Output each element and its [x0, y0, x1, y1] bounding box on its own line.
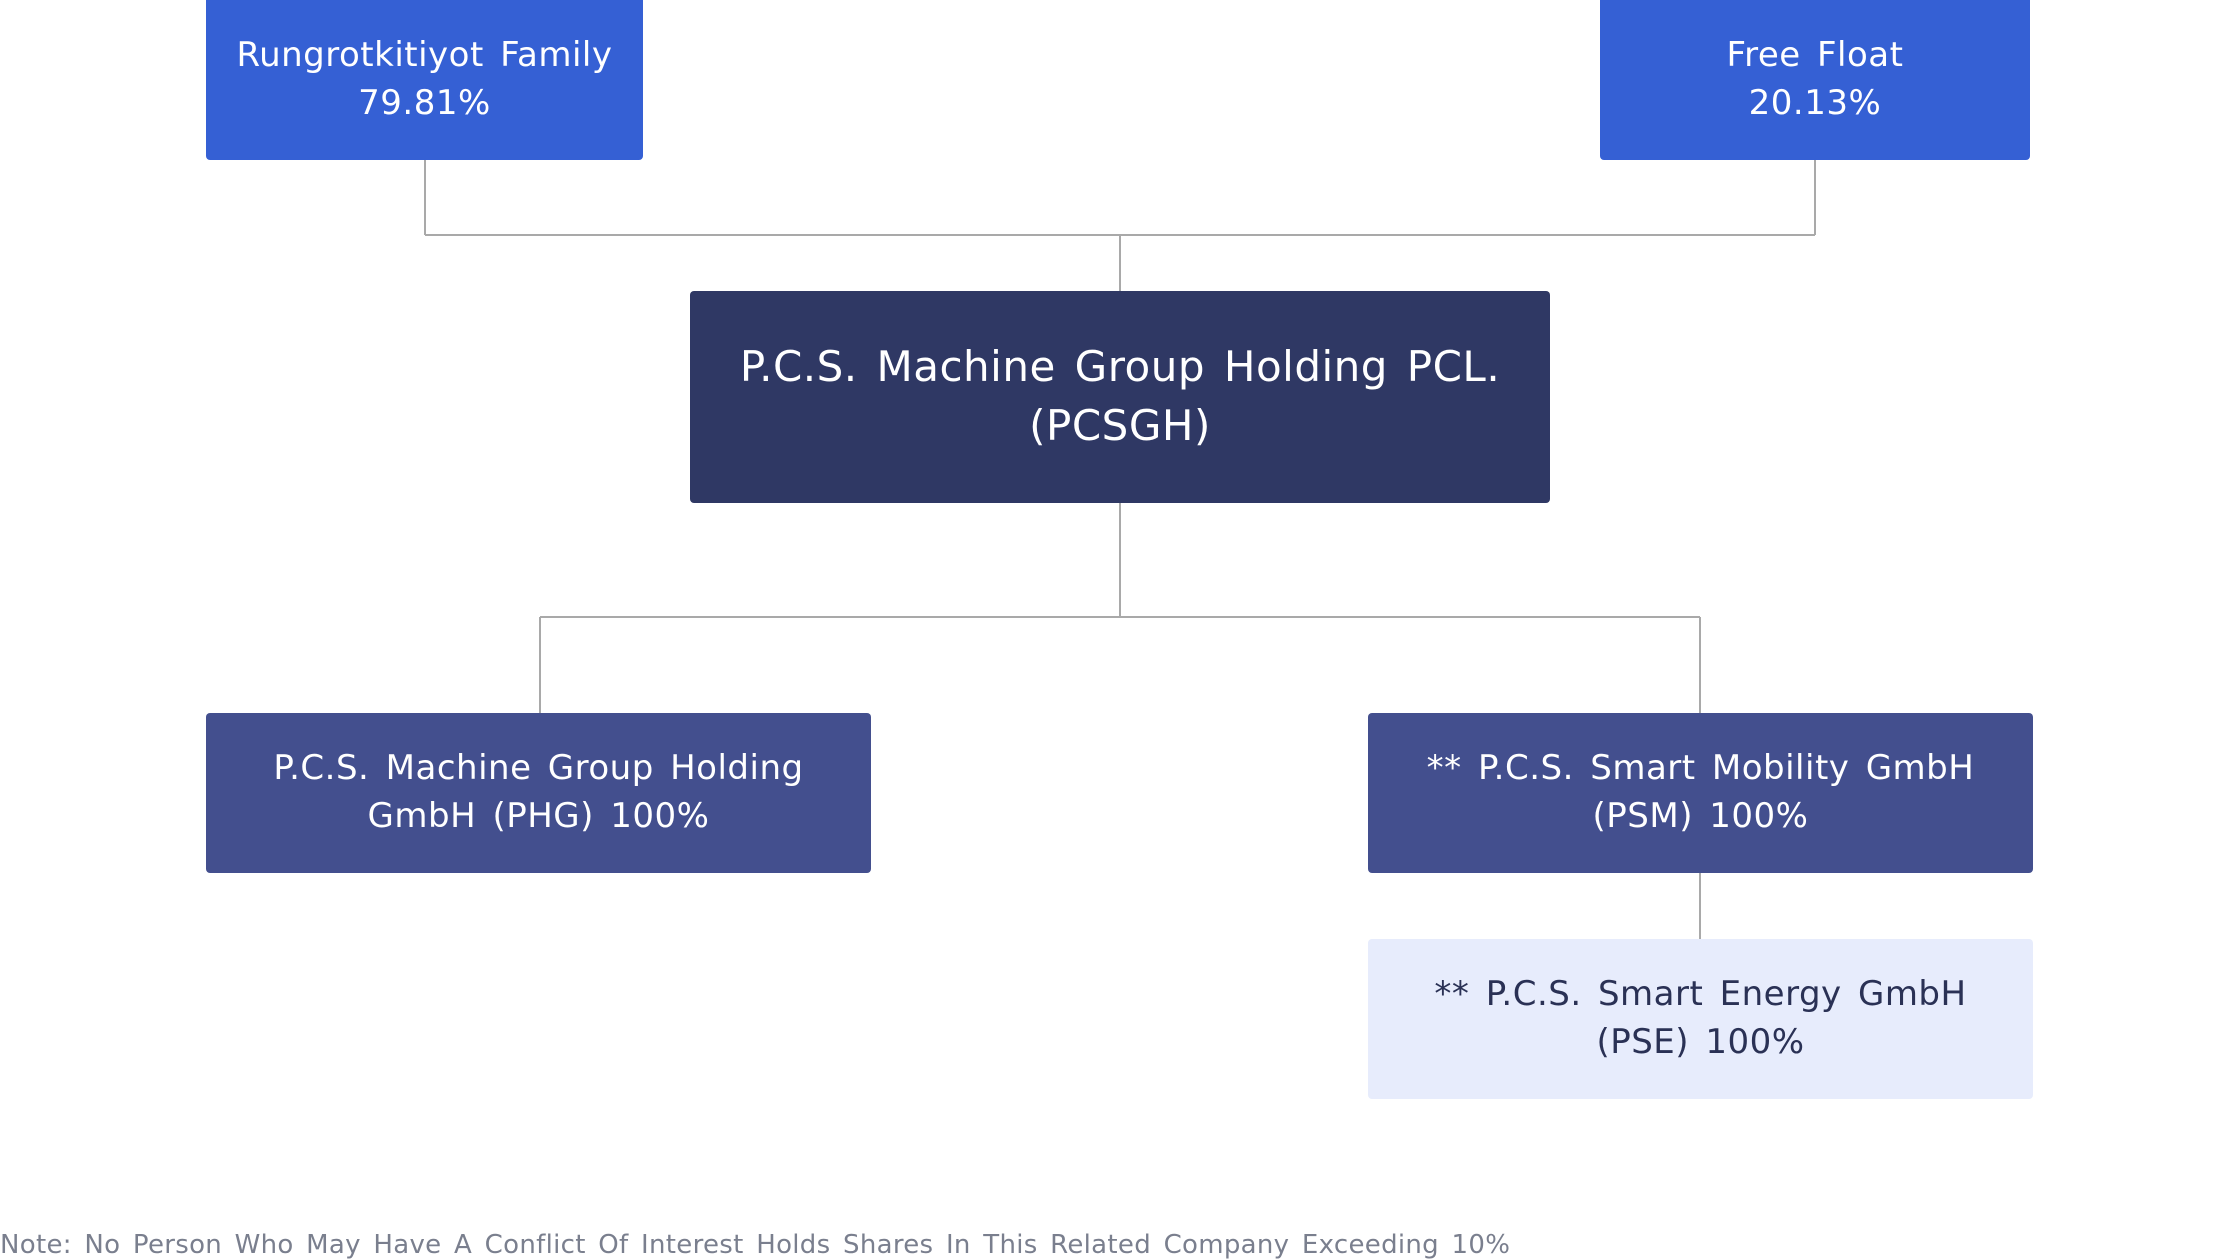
node-percentage: 20.13% — [1748, 83, 1882, 123]
node-pse: ** P.C.S. Smart Energy GmbH (PSE) 100% — [1368, 939, 2033, 1099]
node-pcsgh: P.C.S. Machine Group Holding PCL. (PCSGH… — [690, 291, 1550, 503]
node-label: P.C.S. Machine Group Holding PCL. — [739, 342, 1501, 392]
node-psm: ** P.C.S. Smart Mobility GmbH (PSM) 100% — [1368, 713, 2033, 873]
node-phg: P.C.S. Machine Group Holding GmbH (PHG) … — [206, 713, 871, 873]
node-label: ** P.C.S. Smart Energy GmbH — [1434, 974, 1967, 1015]
node-label: Rungrotkitiyot Family — [236, 35, 613, 76]
node-label-ownership: (PSM) 100% — [1592, 796, 1809, 836]
node-label: Free Float — [1726, 35, 1904, 76]
footnote: Note: No Person Who May Have A Conflict … — [0, 1230, 1511, 1260]
node-percentage: 79.81% — [358, 83, 491, 123]
node-label: P.C.S. Machine Group Holding — [273, 748, 804, 789]
node-free-float: Free Float 20.13% — [1600, 0, 2030, 160]
node-label-ownership: GmbH (PHG) 100% — [367, 796, 710, 836]
node-label: ** P.C.S. Smart Mobility GmbH — [1426, 748, 1975, 789]
node-label-ownership: (PSE) 100% — [1596, 1022, 1805, 1062]
node-rungrotkitiyot-family: Rungrotkitiyot Family 79.81% — [206, 0, 643, 160]
node-abbreviation: (PCSGH) — [1029, 401, 1211, 450]
